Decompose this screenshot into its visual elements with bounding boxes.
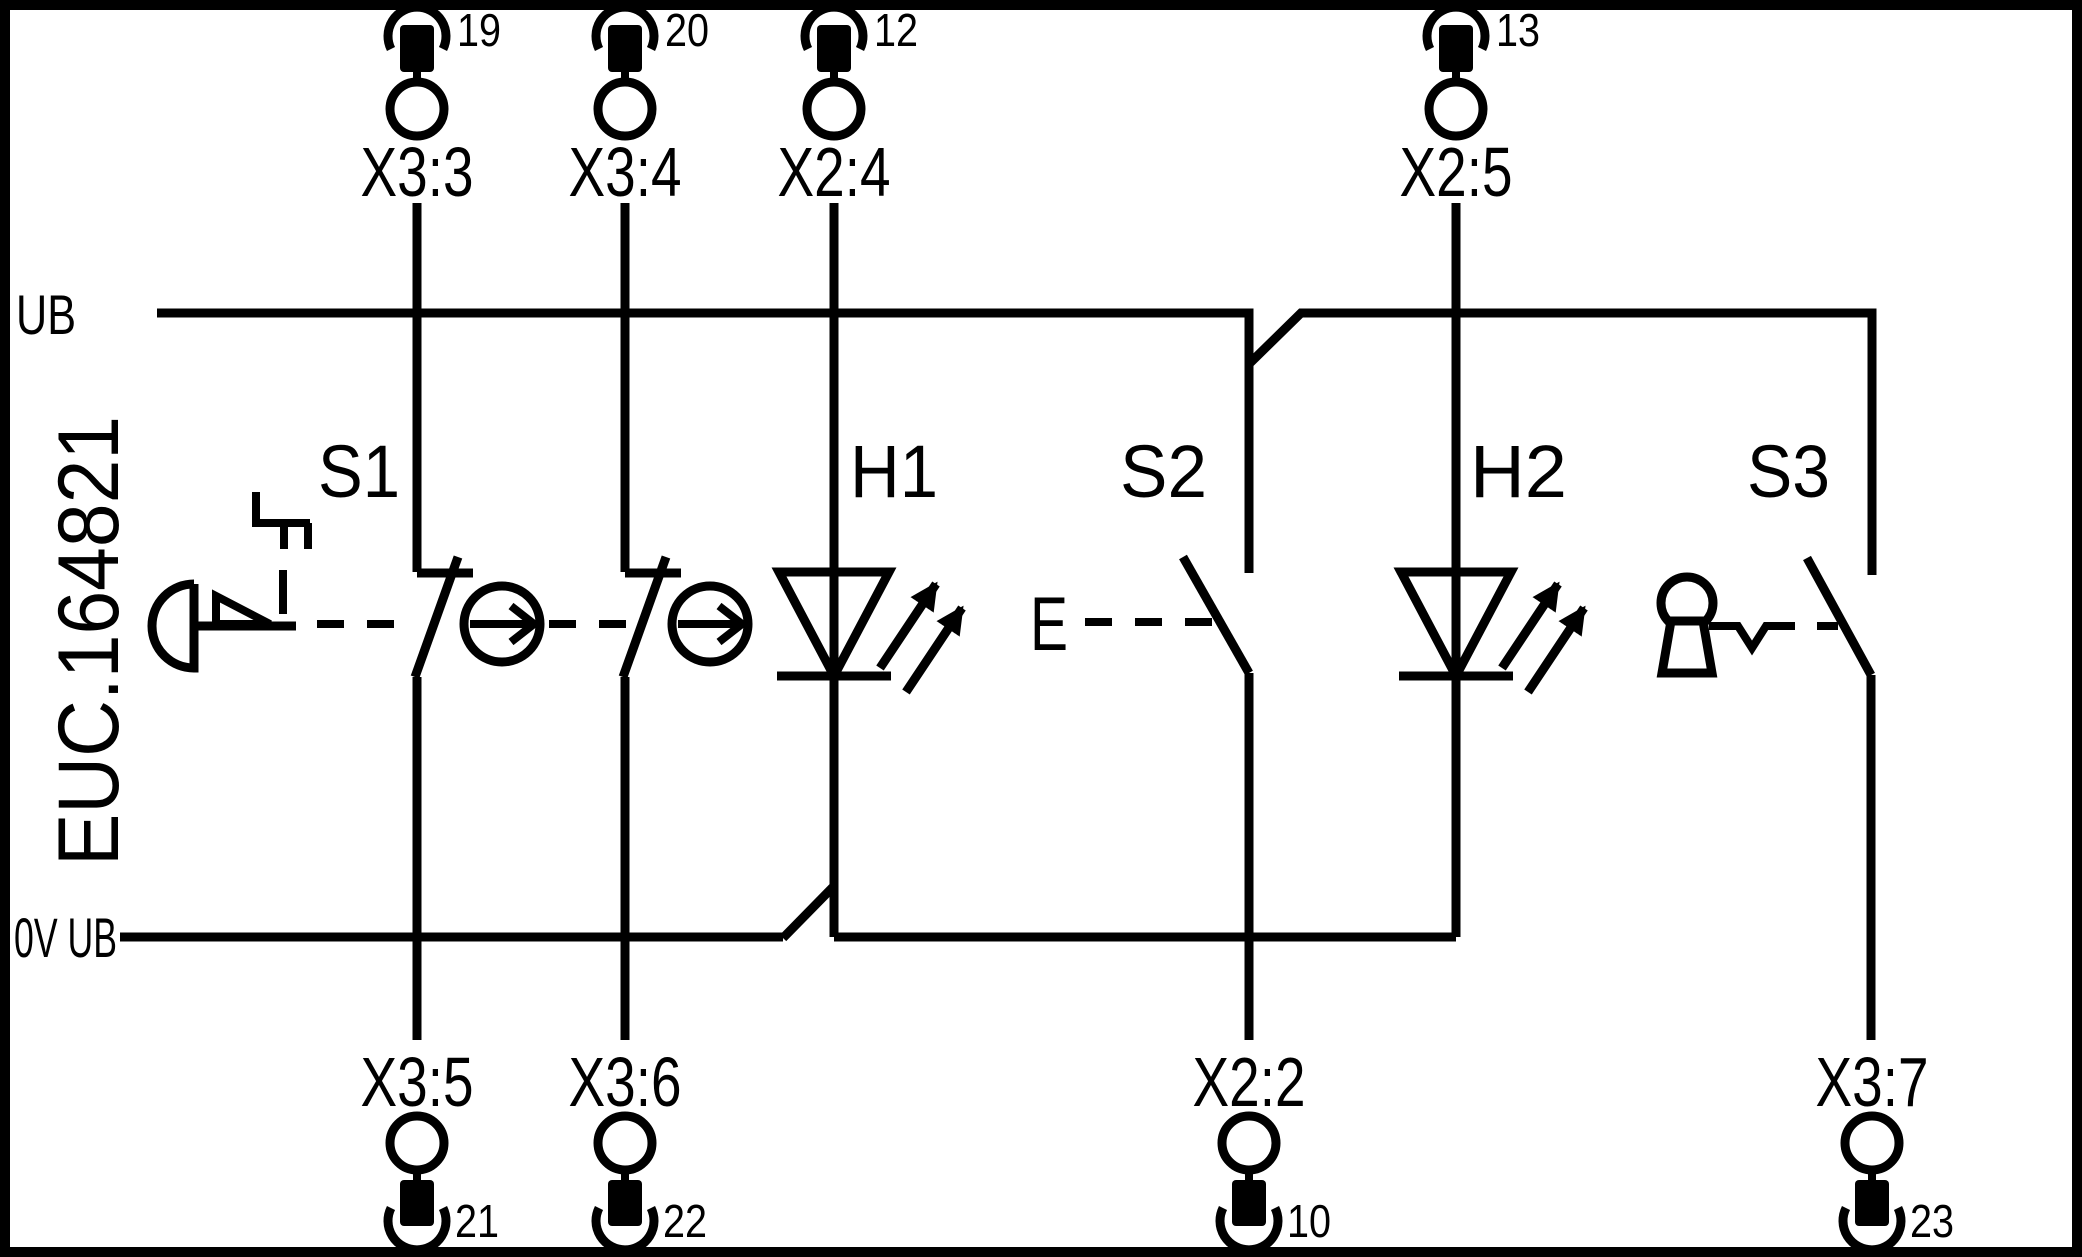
- connector-pin-icon: [608, 25, 642, 72]
- connector-socket-arc-icon: [383, 1206, 451, 1255]
- latch-detent-icon: [252, 492, 312, 549]
- terminal-x3-6: X3:6 22: [569, 1043, 707, 1255]
- connector-pin-icon: [817, 25, 851, 72]
- pin-number: 21: [455, 1195, 499, 1247]
- manual-actuator-label: E: [1030, 582, 1068, 667]
- pin-number: 19: [457, 4, 501, 56]
- arrow-icon: [678, 602, 749, 646]
- arrow-icon: [470, 602, 541, 646]
- latch-wedge-icon: [212, 589, 272, 628]
- no-contact-blade: [1803, 555, 1875, 678]
- terminal-label: X3:3: [361, 133, 474, 211]
- nc-contact-blade: [410, 555, 463, 679]
- component-s3: S3: [1656, 430, 1875, 678]
- terminal-label: X2:4: [778, 133, 891, 211]
- component-h2: H2: [1393, 430, 1588, 695]
- positive-opening-icon: [667, 581, 753, 667]
- component-ref-label: H2: [1470, 430, 1567, 513]
- terminal-circle-icon: [385, 1111, 449, 1175]
- connector-pin-icon: [1439, 25, 1473, 72]
- terminal-label: X3:6: [569, 1043, 682, 1121]
- component-ref-label: S2: [1120, 430, 1207, 513]
- terminal-x2-5: X2:5 13: [1400, 2, 1540, 211]
- ub-bus-label: UB: [16, 283, 76, 346]
- terminal-label: X3:4: [569, 133, 682, 211]
- nc-contact-blade: [618, 555, 671, 679]
- terminal-circle-icon: [593, 77, 657, 141]
- led-triangle-icon: [1393, 567, 1519, 686]
- connector-socket-arc-icon: [591, 1206, 659, 1255]
- terminal-circle-icon: [1840, 1111, 1904, 1175]
- terminal-label: X2:2: [1193, 1043, 1306, 1121]
- component-ref-label: H1: [850, 430, 938, 513]
- component-ref-label: S1: [318, 430, 400, 513]
- terminal-x2-4: X2:4 12: [778, 2, 918, 211]
- pin-number: 20: [665, 4, 709, 56]
- light-emission-arrow-icon: [902, 605, 966, 695]
- terminal-circle-icon: [385, 77, 449, 141]
- connector-pin-icon: [1855, 1180, 1889, 1226]
- light-emission-arrow-icon: [876, 581, 940, 671]
- key-body-icon: [1656, 616, 1718, 678]
- connector-socket-arc-icon: [1215, 1206, 1283, 1255]
- terminal-circle-icon: [1217, 1111, 1281, 1175]
- pin-number: 13: [1496, 4, 1540, 56]
- terminal-label: X2:5: [1400, 133, 1513, 211]
- light-emission-arrow-icon: [1524, 605, 1588, 695]
- pin-number: 23: [1910, 1195, 1954, 1247]
- terminal-label: X3:7: [1816, 1043, 1929, 1121]
- terminal-x3-7: X3:7 23: [1816, 1043, 1954, 1255]
- terminal-circle-icon: [593, 1111, 657, 1175]
- terminal-label: X3:5: [361, 1043, 474, 1121]
- connector-pin-icon: [1232, 1180, 1266, 1226]
- component-s1: S1: [147, 430, 753, 679]
- light-emission-arrow-icon: [1498, 581, 1562, 671]
- terminal-circle-icon: [1424, 77, 1488, 141]
- connector-pin-icon: [400, 25, 434, 72]
- drawing-number-label: EUC.164821: [41, 416, 137, 866]
- mechanical-link-zigzag: [1709, 622, 1795, 656]
- connector-socket-arc-icon: [1422, 2, 1490, 51]
- connector-socket-arc-icon: [800, 2, 868, 51]
- estop-mushroom-icon: [147, 579, 199, 673]
- terminal-circle-icon: [802, 77, 866, 141]
- component-h1: H1: [771, 430, 966, 695]
- pin-number: 12: [874, 4, 918, 56]
- connector-socket-arc-icon: [383, 2, 451, 51]
- terminal-x3-5: X3:5 21: [361, 1043, 499, 1255]
- terminal-x2-2: X2:2 10: [1193, 1043, 1331, 1255]
- connector-pin-icon: [608, 1180, 642, 1226]
- ub-bus-branch-line: [1245, 308, 1877, 575]
- terminal-x3-4: X3:4 20: [569, 2, 709, 211]
- ub-bus-line: [157, 308, 1254, 573]
- component-ref-label: S3: [1747, 430, 1830, 513]
- positive-opening-icon: [459, 581, 545, 667]
- wiring: [120, 203, 1877, 1040]
- component-s2: S2 E: [1030, 430, 1253, 676]
- pin-number: 10: [1287, 1195, 1331, 1247]
- pin-number: 22: [663, 1195, 707, 1247]
- connector-socket-arc-icon: [591, 2, 659, 51]
- 0v-bus-jog: [779, 882, 838, 942]
- no-contact-blade: [1179, 554, 1253, 676]
- connector-pin-icon: [400, 1180, 434, 1226]
- led-triangle-icon: [771, 567, 897, 686]
- terminal-x3-3: X3:3 19: [361, 2, 501, 211]
- 0v-bus-label: 0V UB: [14, 906, 117, 969]
- connector-socket-arc-icon: [1838, 1206, 1906, 1255]
